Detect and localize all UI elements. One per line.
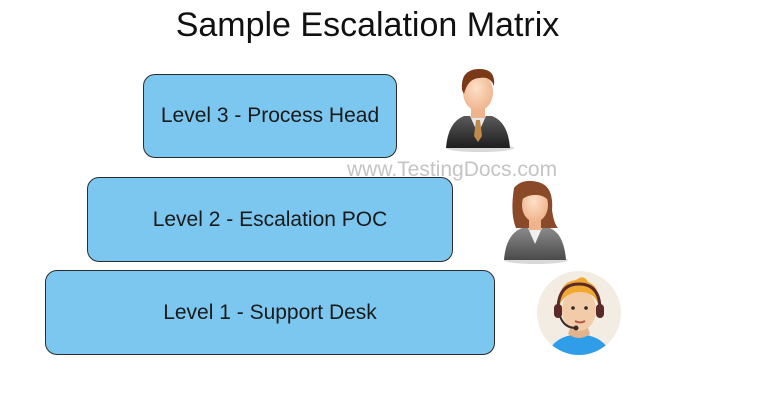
- support-agent-headset-icon: [537, 271, 621, 355]
- diagram-title: Sample Escalation Matrix: [175, 6, 560, 44]
- level-2-label: Level 2 - Escalation POC: [152, 207, 388, 231]
- level-1-label: Level 1 - Support Desk: [163, 300, 377, 324]
- watermark: www.TestingDocs.com: [347, 158, 558, 181]
- level-1-box: Level 1 - Support Desk: [45, 270, 495, 355]
- female-person-icon: [504, 180, 568, 264]
- manager-icon: [446, 68, 514, 152]
- level-2-box: Level 2 - Escalation POC: [87, 177, 453, 262]
- level-3-label: Level 3 - Process Head: [160, 104, 380, 127]
- level-3-box: Level 3 - Process Head: [143, 74, 397, 158]
